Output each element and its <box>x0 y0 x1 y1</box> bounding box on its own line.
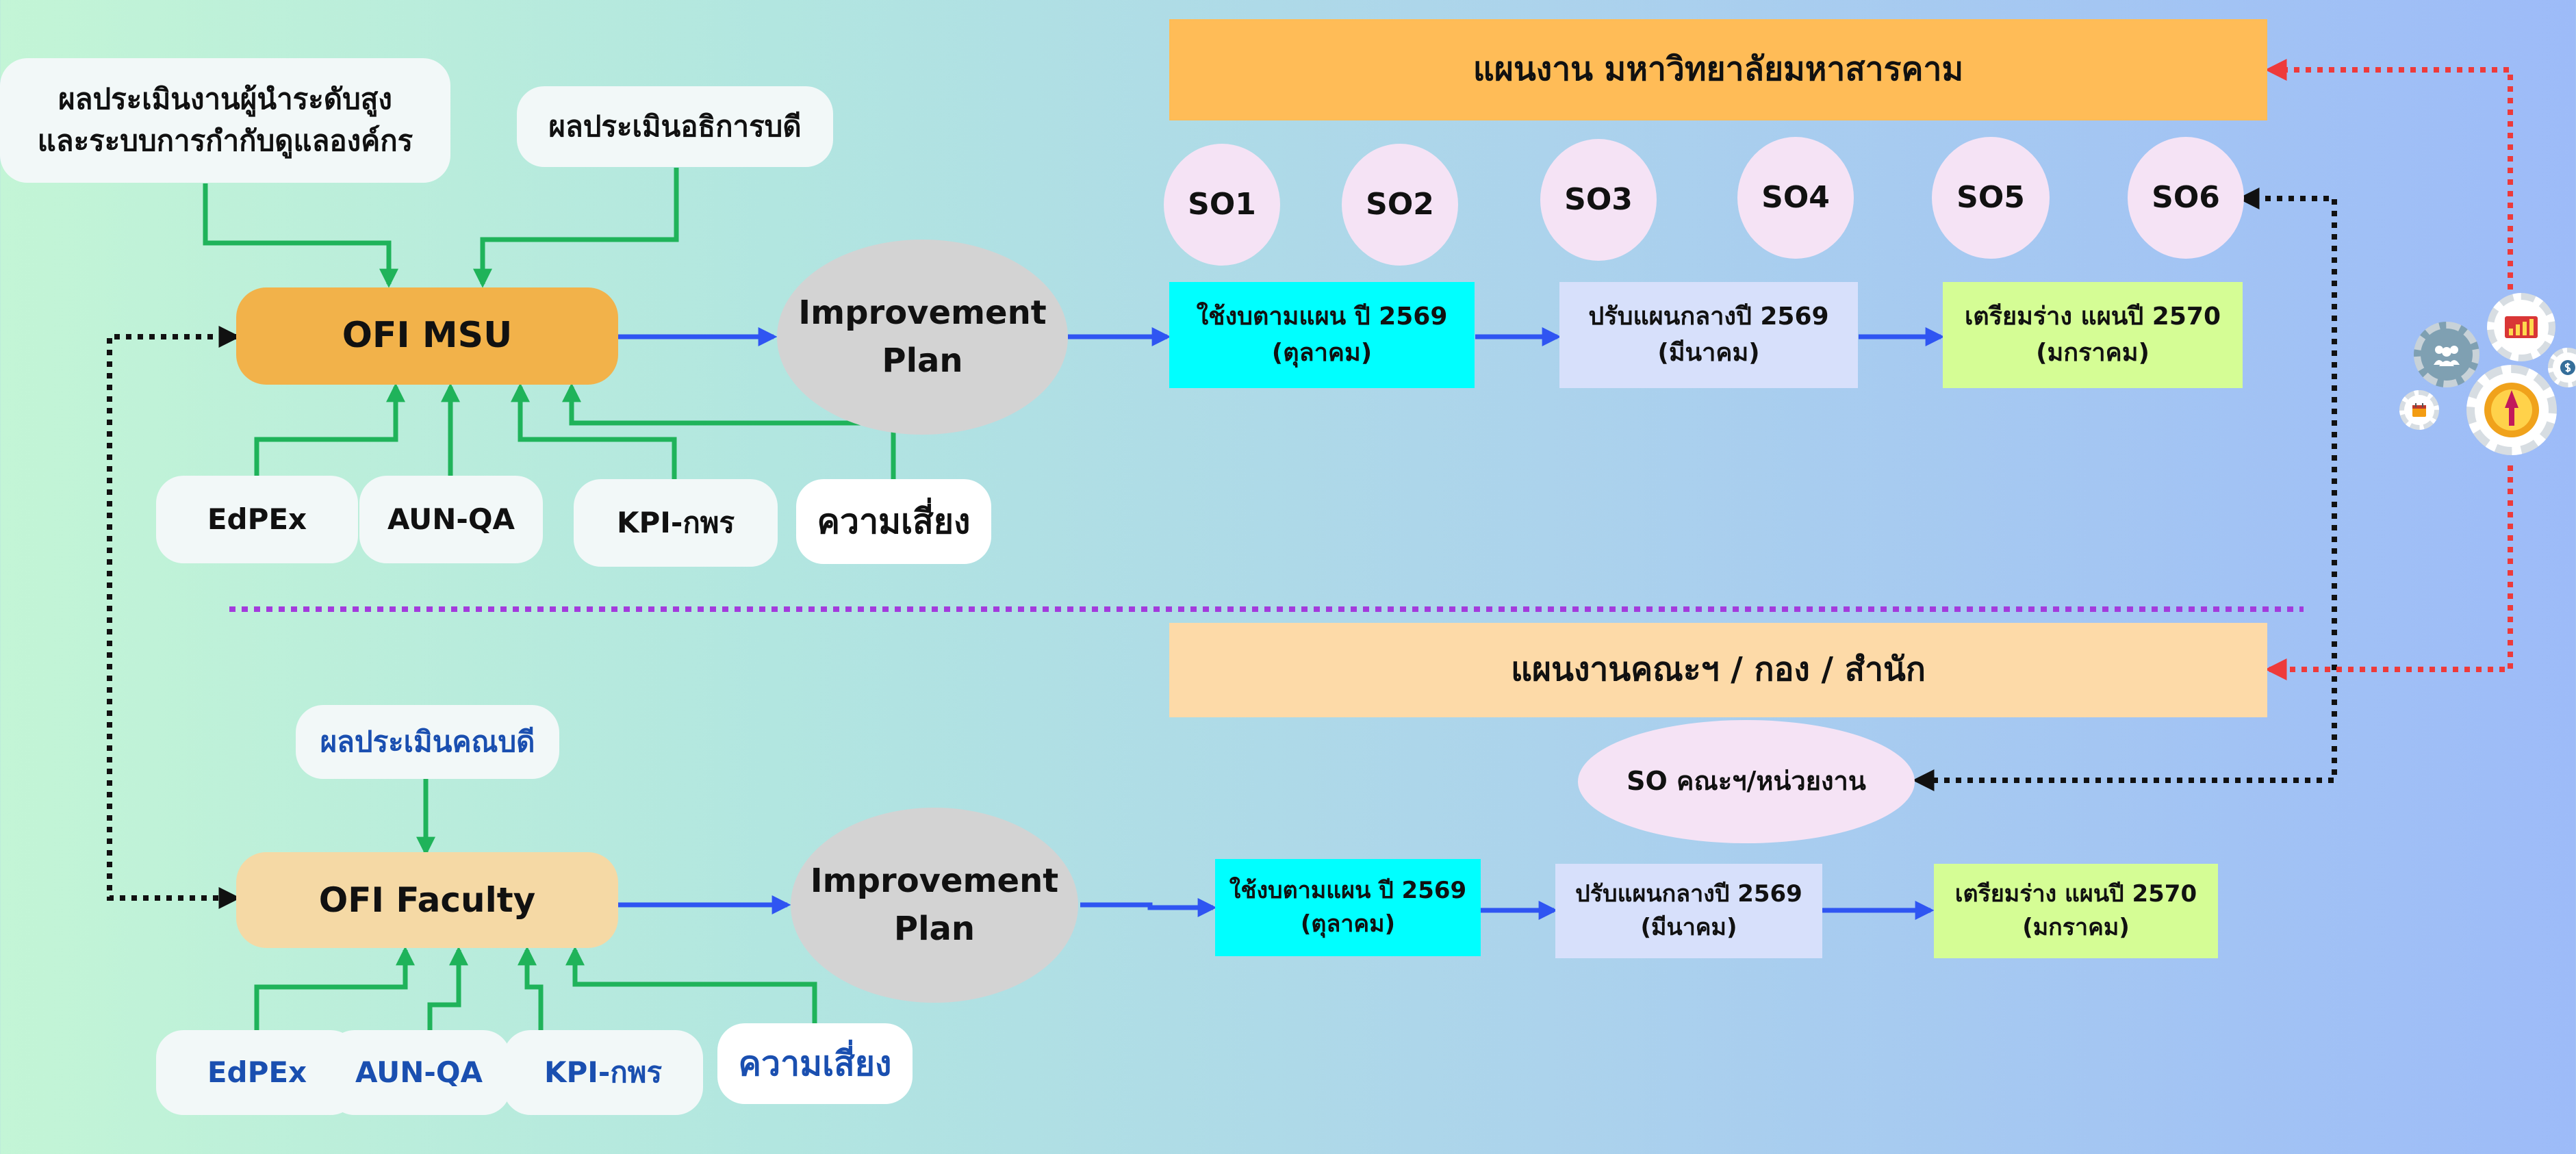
arrow-kpi-to-ofi-msu <box>511 383 677 479</box>
so3-circle: SO3 <box>1540 139 1657 261</box>
arrow-improvement-to-fac-step1 <box>1080 898 1217 917</box>
draft-next-plan-step-faculty: เตรียมร่าง แผนปี 2570 (มกราคม) <box>1934 864 2218 958</box>
dotted-link-ofi-msu-ofi-faculty <box>107 326 241 909</box>
so2-circle: SO2 <box>1342 144 1458 266</box>
risk-input-msu: ความเสี่ยง <box>796 479 991 564</box>
ofi-faculty-node: OFI Faculty <box>236 852 618 948</box>
dollar-icon <box>2548 348 2576 387</box>
draft-next-plan-step-msu: เตรียมร่าง แผนปี 2570 (มกราคม) <box>1943 282 2243 388</box>
so5-circle: SO5 <box>1932 137 2050 259</box>
arrow-aunqa-to-ofi-faculty <box>427 946 468 1030</box>
aun-qa-input-msu: AUN-QA <box>359 476 543 563</box>
arrow-risk-to-ofi-faculty <box>565 946 817 1023</box>
president-evaluation-input: ผลประเมินอธิการบดี <box>517 86 833 167</box>
university-seal-icon <box>2466 365 2557 455</box>
exec-evaluation-input: ผลประเมินงานผู้นำระดับสูง และระบบการกำกั… <box>0 58 450 183</box>
edpex-input-faculty: EdPEx <box>156 1030 358 1115</box>
arrow-edpex-to-ofi-faculty <box>254 946 415 1030</box>
midyear-adjust-step-msu: ปรับแผนกลางปี 2569 (มีนาคม) <box>1559 282 1858 388</box>
dotted-link-gears-to-university-banner <box>2265 59 2513 301</box>
arrow-kpi-to-ofi-faculty <box>518 946 544 1030</box>
kpi-input-msu: KPI-กพร <box>574 479 778 567</box>
improvement-plan-msu: Improvement Plan <box>777 240 1068 435</box>
midyear-adjust-step-faculty: ปรับแผนกลางปี 2569 (มีนาคม) <box>1555 864 1822 958</box>
kpi-input-faculty: KPI-กพร <box>503 1030 703 1115</box>
faculty-so-ellipse: SO คณะฯ/หน่วยงาน <box>1578 720 1915 843</box>
chart-board-icon <box>2487 293 2555 361</box>
university-plan-banner: แผนงาน มหาวิทยาลัยมหาสารคาม <box>1169 19 2267 120</box>
edpex-input-msu: EdPEx <box>156 476 358 563</box>
people-icon <box>2414 322 2479 387</box>
aun-qa-input-faculty: AUN-QA <box>327 1030 511 1115</box>
budget-execution-step-msu: ใช้งบตามแผน ปี 2569 (ตุลาคม) <box>1169 282 1475 388</box>
arrow-edpex-to-ofi-msu <box>254 383 405 476</box>
so4-circle: SO4 <box>1737 137 1854 259</box>
budget-execution-step-faculty: ใช้งบตามแผน ปี 2569 (ตุลาคม) <box>1215 859 1481 956</box>
dean-evaluation-input: ผลประเมินคณบดี <box>296 705 559 779</box>
ofi-msu-node: OFI MSU <box>236 287 618 385</box>
arrow-exec-to-ofi-msu <box>203 183 398 288</box>
improvement-plan-faculty: Improvement Plan <box>791 808 1078 1003</box>
so1-circle: SO1 <box>1164 144 1280 266</box>
so6-circle: SO6 <box>2128 137 2244 259</box>
arrow-risk-to-ofi-msu <box>562 383 896 479</box>
calendar-icon <box>2399 390 2439 430</box>
arrow-president-to-ofi-msu <box>473 168 679 288</box>
faculty-plan-banner: แผนงานคณะฯ / กอง / สำนัก <box>1169 623 2267 717</box>
gears-cluster-icon <box>2396 287 2576 465</box>
dotted-link-gears-to-faculty-banner <box>2265 465 2513 680</box>
risk-input-faculty: ความเสี่ยง <box>717 1023 913 1104</box>
